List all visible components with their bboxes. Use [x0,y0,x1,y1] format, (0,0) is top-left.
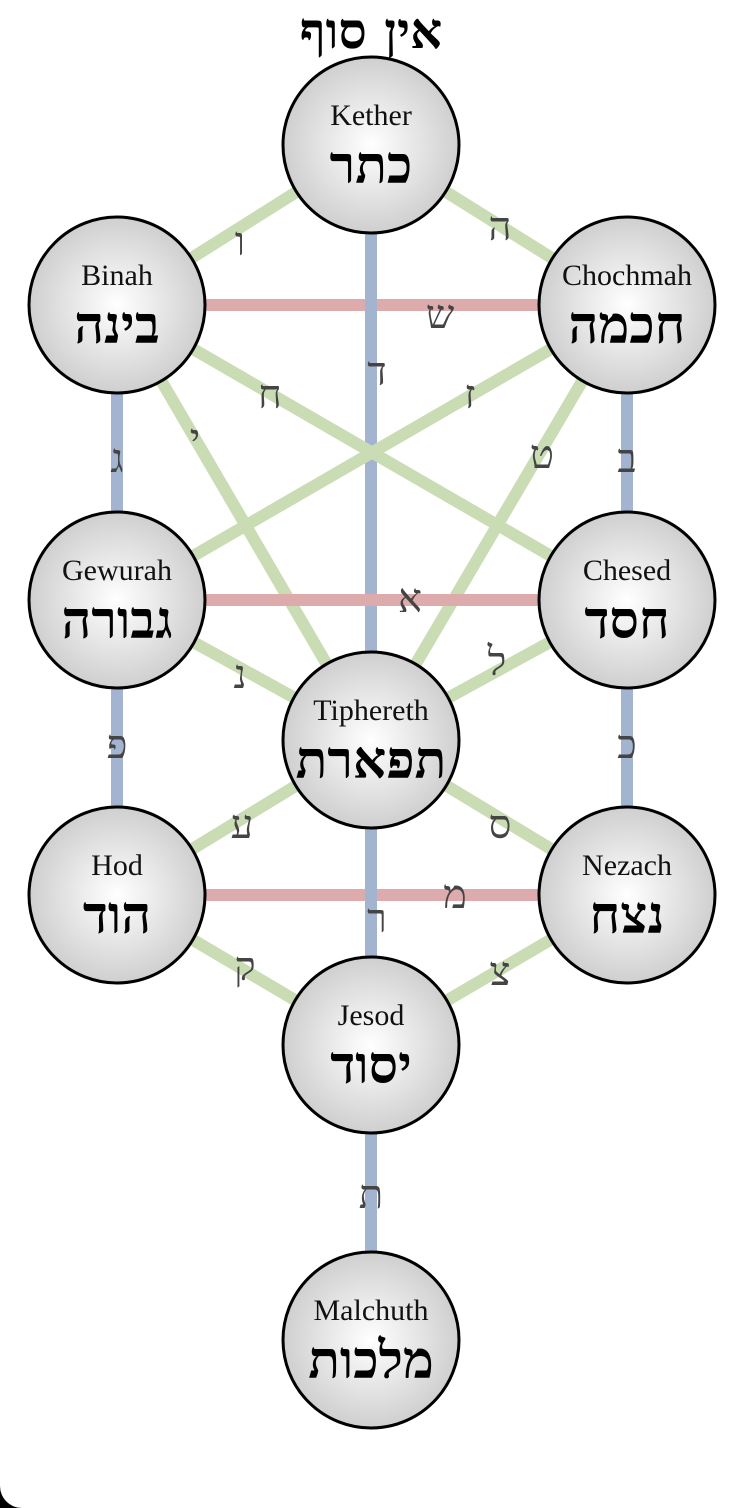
sephirah-english-name: Nezach [582,849,672,882]
path-letter: צ [490,949,511,995]
path-letter: י [190,416,201,462]
sephirah-english-name: Tiphereth [313,694,429,727]
path-letter: מ [443,872,467,918]
path-letter: ח [258,372,282,418]
path-letter: ד [367,349,386,395]
sephirah-english-name: Jesod [338,999,405,1032]
sephirah-english-name: Gewurah [62,554,172,587]
sephirah-hebrew-name: חסד [584,590,669,651]
path-letter: ע [231,802,254,848]
sephirah-hebrew-name: יסוד [330,1035,412,1096]
sephirah-english-name: Hod [91,849,143,882]
sephirah-circle [281,1250,461,1430]
sephirah-english-name: Binah [81,259,153,292]
path-letter: א [398,576,422,622]
path-letter: ת [359,1172,383,1218]
sephirah-circle [537,215,717,395]
path-letter: כ [617,722,637,768]
sephirah-hebrew-name: חכמה [569,295,686,356]
path-letter: ט [530,432,554,478]
sephirah-english-name: Malchuth [314,1294,429,1327]
path-letter: ר [367,896,387,942]
sephirah-hebrew-name: נצח [590,885,665,946]
path-letter: ה [488,204,511,250]
sephirah-circle [537,805,717,985]
sephirah-english-name: Chochmah [562,259,692,292]
sephirah-circle [537,510,717,690]
sephirah-hebrew-name: בינה [74,295,160,356]
path-letter: ל [487,639,507,685]
sephirah-circle [281,650,461,830]
sephirah-english-name: Kether [330,99,412,132]
path-letter: ב [617,436,636,482]
path-chochmah-gewurah [113,299,631,606]
path-letter: ס [489,802,512,848]
title-ein-sof: אין סוף [300,1,443,60]
sephirah-circle [27,215,207,395]
sephirah-hebrew-name: תפארת [296,730,447,791]
path-letter: ו [235,219,245,265]
path-letter: פ [107,722,128,768]
path-letter: ז [464,372,475,418]
path-letter: ש [426,292,455,338]
sephirah-english-name: Chesed [583,554,671,587]
sephirah-circle [27,805,207,985]
sephirah-hebrew-name: גבורה [62,590,173,651]
path-letter: ק [234,944,255,990]
sephirah-hebrew-name: מלכות [308,1330,434,1391]
sephirah-circle [281,955,461,1135]
path-letter: נ [233,652,246,698]
sephirah-circle [27,510,207,690]
path-letter: ג [110,436,123,482]
sephirah-hebrew-name: הוד [83,885,151,946]
sephirah-circle [281,55,461,235]
sephirah-hebrew-name: כתר [330,135,413,196]
